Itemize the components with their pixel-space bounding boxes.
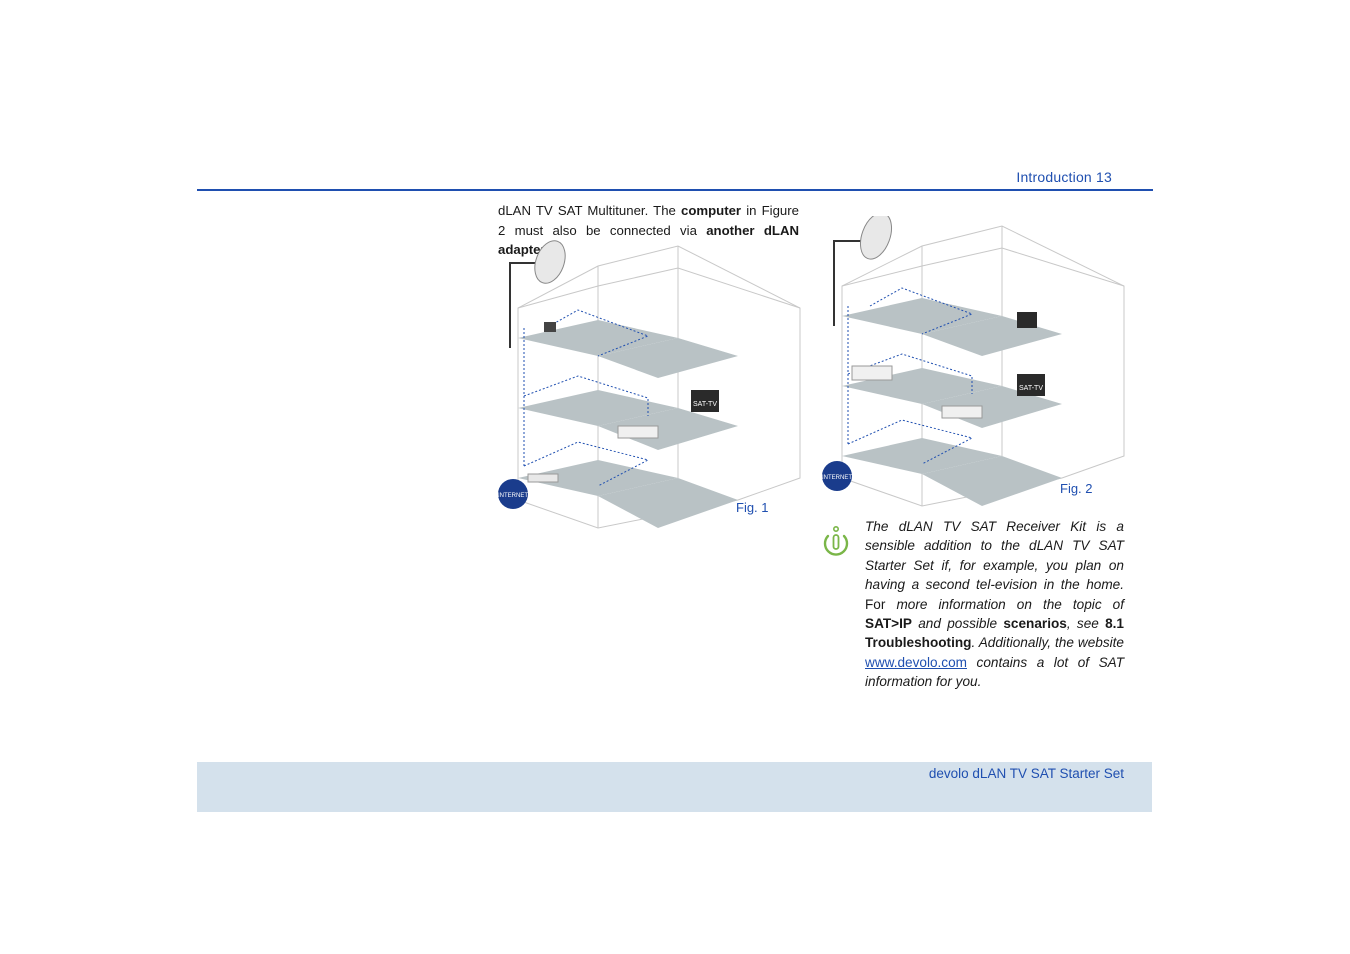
info-icon bbox=[823, 525, 849, 556]
body-bold-adapter: another dLAN adapter bbox=[498, 222, 799, 258]
figure-2-caption: Fig. 2 bbox=[1060, 481, 1093, 496]
running-header: Introduction 13 bbox=[900, 169, 1112, 185]
tv-icon bbox=[691, 390, 719, 412]
body-text-1: dLAN TV SAT Multituner. The bbox=[498, 203, 681, 218]
note-text-4: and possible bbox=[911, 616, 1004, 632]
devolo-website-link[interactable]: www.devolo.com bbox=[865, 654, 967, 670]
footer-title: devolo dLAN TV SAT Starter Set bbox=[928, 766, 1124, 781]
page-number: 13 bbox=[1096, 169, 1112, 185]
figure-1-caption: Fig. 1 bbox=[736, 500, 769, 515]
body-text-2: in Figure 2 must also be connected via bbox=[498, 203, 799, 238]
figure-1-house-illustration: SAT-TV INTERNET bbox=[498, 240, 801, 529]
note-text-5: , see bbox=[1066, 616, 1106, 632]
note-text-3: more information on the topic of bbox=[896, 596, 1125, 612]
note-text-2: For bbox=[865, 596, 897, 612]
note-text-6: . Additionally, the website bbox=[971, 635, 1124, 651]
info-note: The dLAN TV SAT Receiver Kit is a sensib… bbox=[865, 517, 1124, 692]
note-text-7: contains a lot of SAT information for yo… bbox=[865, 654, 1124, 690]
note-bold-scenarios: scenarios bbox=[1003, 616, 1067, 632]
page-footer: devolo dLAN TV SAT Starter Set bbox=[197, 762, 1152, 812]
internet-globe-icon bbox=[498, 479, 528, 509]
header-rule bbox=[197, 189, 1153, 191]
internet-globe-icon bbox=[822, 461, 852, 491]
fig2-globe-label: INTERNET bbox=[822, 475, 852, 481]
fig1-globe-label: INTERNET bbox=[498, 493, 528, 499]
fig1-tv-label: SAT-TV bbox=[693, 401, 717, 408]
note-text-1: The dLAN TV SAT Receiver Kit is a sensib… bbox=[865, 519, 1124, 593]
note-bold-satip: SAT>IP bbox=[865, 616, 912, 632]
body-bold-computer: computer bbox=[680, 203, 742, 218]
tv-icon bbox=[1017, 374, 1045, 396]
fig2-tv-label: SAT-TV bbox=[1019, 385, 1043, 392]
header-section: Introduction bbox=[1016, 169, 1092, 185]
figure-2-house-illustration: SAT-TV INTERNET bbox=[822, 216, 1125, 507]
note-bold-troubleshooting[interactable]: 8.1 Troubleshooting bbox=[865, 616, 1124, 651]
